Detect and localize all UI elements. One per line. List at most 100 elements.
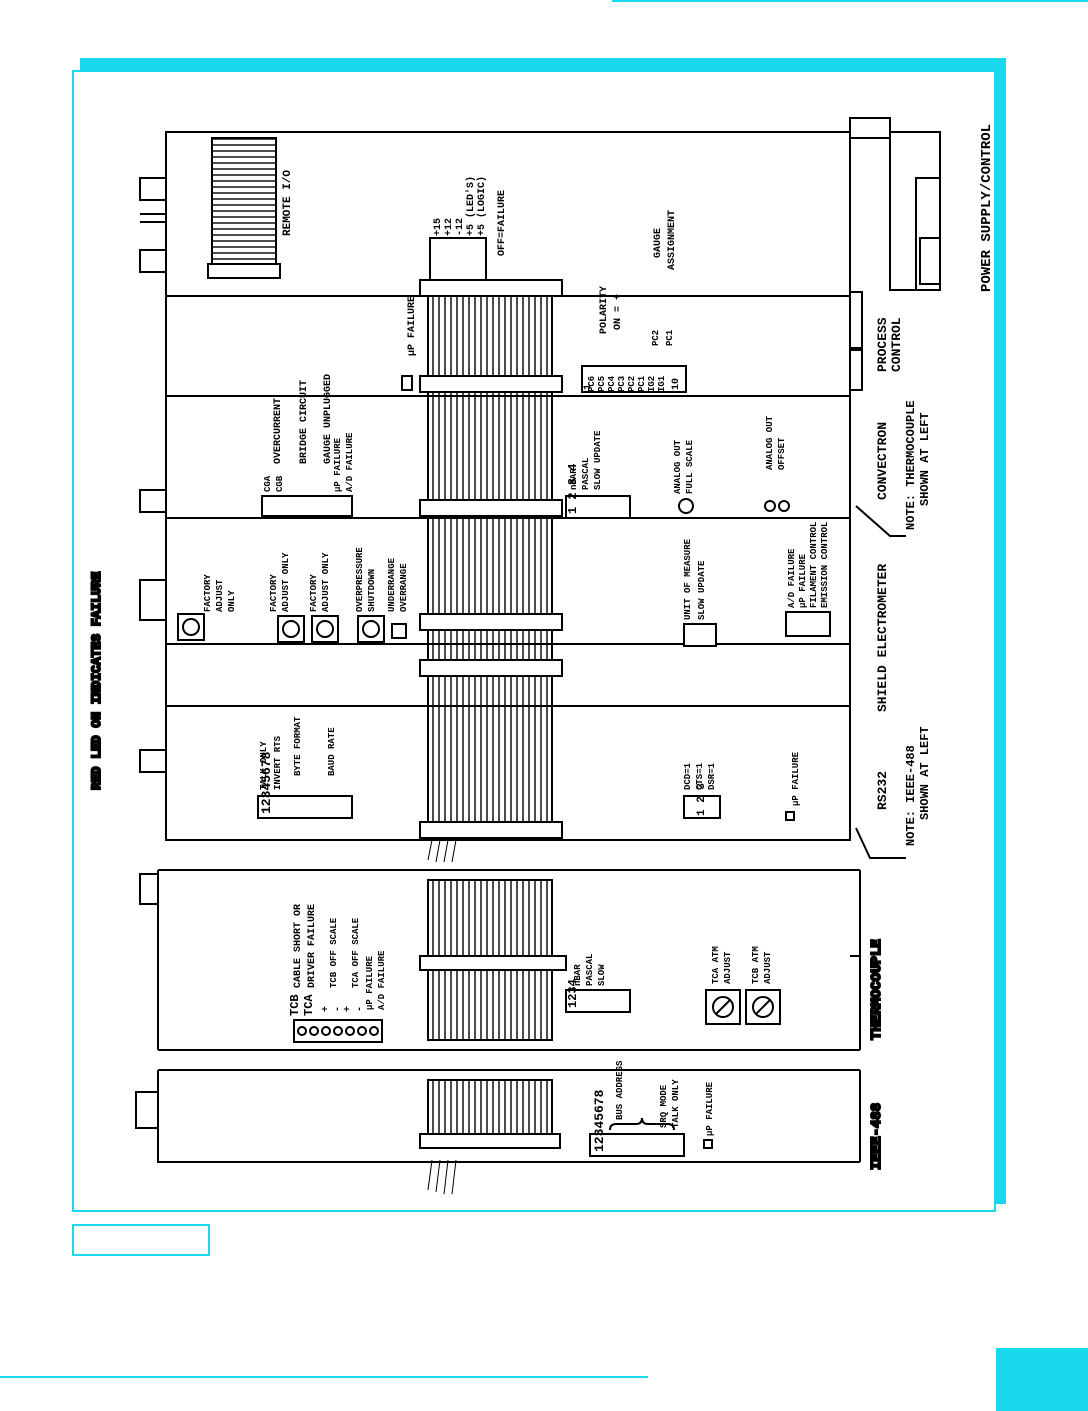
pc-item-4: PC2 (627, 376, 637, 392)
tc-tcb-off-scale: TCB OFF SCALE (329, 917, 339, 988)
cv-note-1: NOTE: THERMOCOUPLE (904, 400, 918, 530)
tc-nbar: nBAR (573, 964, 583, 986)
frame-shadow-right (996, 58, 1006, 1204)
cv-overcurrent: OVERCURRENT (273, 398, 284, 464)
rail-5-leds: +5 (LED'S) (465, 176, 477, 236)
pc-assignment: ASSIGNMENT (667, 210, 678, 270)
cv-name: CONVECTRON (875, 422, 890, 500)
el-name: SHIELD ELECTROMETER (875, 564, 890, 712)
ieee488-srq-mode: SRQ MODE (659, 1084, 669, 1128)
pc-on-plus: ON = + (613, 294, 624, 330)
pc-gauge: GAUGE (653, 228, 664, 258)
cv-cga: CGA (263, 475, 273, 492)
cv-switch-numbers: 1 2 3 4 (566, 464, 580, 514)
el-up-failure: µP FAILURE (798, 553, 808, 608)
cv-analog-fs-2: FULL SCALE (685, 439, 695, 494)
cv-gauge-unplugged: GAUGE UNPLUGGED (323, 374, 334, 464)
pc-item-2: PC4 (607, 375, 617, 392)
tc-tcb: TCB (288, 994, 302, 1016)
tc-slow: SLOW (597, 964, 607, 986)
ieee488-up-failure: µP FAILURE (705, 1081, 715, 1136)
tc-minus-b: - (355, 1006, 366, 1012)
el-factory-c2: ADJUST ONLY (321, 552, 331, 612)
rs-talk-only: TALK ONLY (259, 741, 269, 790)
rs-baud-rate: BAUD RATE (327, 727, 337, 776)
cv-slow-update: SLOW UPDATE (593, 430, 603, 490)
rs-note-1: NOTE: IEEE-488 (904, 745, 918, 846)
tc-up-failure: µP FAILURE (365, 955, 375, 1010)
rs-up-failure: µP FAILURE (791, 751, 801, 806)
cv-bridge: BRIDGE CIRCUIT (299, 380, 310, 464)
rail-12: +12 (444, 218, 455, 236)
tc-tca-off-scale: TCA OFF SCALE (351, 917, 361, 988)
el-factory-b2: ADJUST ONLY (281, 552, 291, 612)
tc-pascal: PASCAL (585, 954, 595, 986)
cv-cgb: CGB (275, 475, 285, 492)
cv-analog-off-2: OFFSET (777, 437, 787, 470)
rs-switch-numbers: 12345678 (259, 751, 274, 814)
tc-switch-numbers: 1234 (566, 979, 580, 1008)
el-overpressure: OVERPRESSURE (355, 547, 365, 612)
tc-tca-atm: TCA ATM (711, 946, 721, 984)
figure-caption-box (72, 1224, 210, 1256)
el-unit-of-measure: UNIT OF MEASURE (683, 538, 693, 620)
thermocouple-name: THERMOCOUPLE (869, 939, 885, 1040)
cv-nbar: nBAR (569, 468, 579, 490)
rs-name: RS232 (875, 771, 890, 810)
pc-name-2: CONTROL (889, 317, 904, 372)
rs-switch-123: 1 2 3 (696, 783, 708, 816)
pc-num-10: 10 (671, 378, 682, 390)
el-factory-b: FACTORY (269, 574, 279, 612)
pc-item-3: PC3 (617, 376, 627, 392)
rs-invert-rts: INVERT RTS (273, 735, 283, 790)
ieee488-card (135, 1069, 861, 1195)
tc-tca-atm-adjust: ADJUST (723, 951, 733, 984)
pc-polarity: POLARITY (599, 286, 610, 334)
tc-driver-failure: DRIVER FAILURE (307, 904, 318, 988)
thermocouple-card (139, 869, 861, 1051)
ieee488-talk-only: TALK ONLY (671, 1079, 681, 1128)
rail-5-logic: +5 (LOGIC) (476, 176, 488, 236)
page-tab (996, 1348, 1088, 1411)
el-ad-failure: A/D FAILURE (787, 548, 797, 608)
tc-tcb-atm: TCB ATM (751, 946, 761, 984)
tc-tca: TCA (302, 994, 316, 1016)
rs-dsr: DSR=1 (707, 762, 717, 790)
el-underrange: UNDERRANGE (387, 557, 397, 612)
tc-plus-a: + (321, 1006, 332, 1012)
pc-item-5: PC1 (637, 375, 647, 392)
pc-num-1: 1 (583, 384, 594, 390)
pc-item-7: IG1 (657, 375, 667, 392)
el-factory-c: FACTORY (309, 574, 319, 612)
rail-m12: -12 (455, 218, 466, 236)
el-factory-2: ADJUST (215, 579, 225, 612)
tc-minus-a: - (333, 1006, 344, 1012)
rs-byte-format: BYTE FORMAT (293, 716, 303, 776)
cv-note-2: SHOWN AT LEFT (918, 412, 932, 506)
rs-dcd: DCD=1 (683, 762, 693, 790)
el-slow-update: SLOW UPDATE (697, 560, 707, 620)
el-filament: FILAMENT CONTROL (809, 522, 819, 608)
rs-cts: CTS=1 (695, 762, 705, 790)
cv-analog-fs-1: ANALOG OUT (673, 439, 683, 494)
rs-note-2: SHOWN AT LEFT (918, 726, 932, 820)
tc-plus-b: + (343, 1006, 354, 1012)
rail-15: +15 (433, 218, 444, 236)
ieee488-name: IEEE-488 (869, 1103, 885, 1170)
power-supply-name: POWER SUPPLY/CONTROL (979, 124, 995, 292)
pc-item-6: IG2 (647, 376, 657, 392)
off-failure: OFF=FAILURE (497, 190, 508, 256)
tc-cable-short: CABLE SHORT OR (293, 904, 304, 988)
tc-tcb-atm-adjust: ADJUST (763, 951, 773, 984)
el-factory-1: FACTORY (203, 574, 213, 612)
tc-ad-failure: A/D FAILURE (377, 950, 387, 1010)
pc-pc2: PC2 (651, 330, 661, 346)
ieee488-bus-address: BUS ADDRESS (615, 1060, 625, 1120)
top-rule (612, 0, 1088, 2)
main-chassis (139, 117, 941, 863)
el-emission: EMISSION CONTROL (820, 522, 830, 608)
cv-ad-failure: A/D FAILURE (345, 432, 355, 492)
pc-item-0: PC6 (587, 376, 597, 392)
el-shutdown: SHUTDOWN (367, 569, 377, 612)
